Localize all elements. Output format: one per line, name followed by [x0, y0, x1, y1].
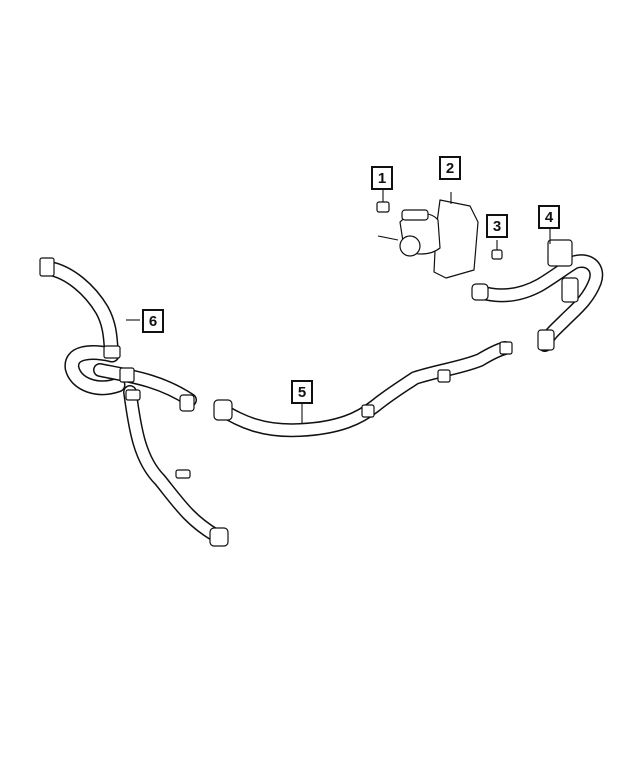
connector: [213, 399, 233, 421]
connector: [471, 283, 489, 301]
connector: [179, 394, 195, 412]
part-2-reservoir: [377, 192, 479, 279]
clamp: [437, 369, 451, 383]
valve-body: [547, 239, 573, 267]
hose-assembly-4: [471, 228, 604, 352]
part-3-nut: [491, 240, 503, 260]
connector: [537, 329, 555, 351]
callout-4: 4: [538, 205, 560, 229]
part-1-nut: [376, 190, 390, 213]
connector: [39, 257, 55, 277]
callout-2: 2: [439, 156, 461, 180]
callout-6: 6: [142, 309, 164, 333]
clamp: [119, 367, 135, 383]
connector: [499, 341, 513, 355]
clamp: [103, 345, 121, 359]
hose-5: [213, 341, 513, 438]
clamp: [125, 389, 141, 401]
bracket: [561, 277, 579, 303]
callout-3: 3: [486, 214, 508, 238]
callout-1: 1: [371, 166, 393, 190]
connector: [209, 527, 229, 547]
hose-assembly-6: [39, 257, 229, 547]
clamp: [361, 404, 375, 418]
callout-5: 5: [291, 380, 313, 404]
bracket: [175, 469, 191, 479]
